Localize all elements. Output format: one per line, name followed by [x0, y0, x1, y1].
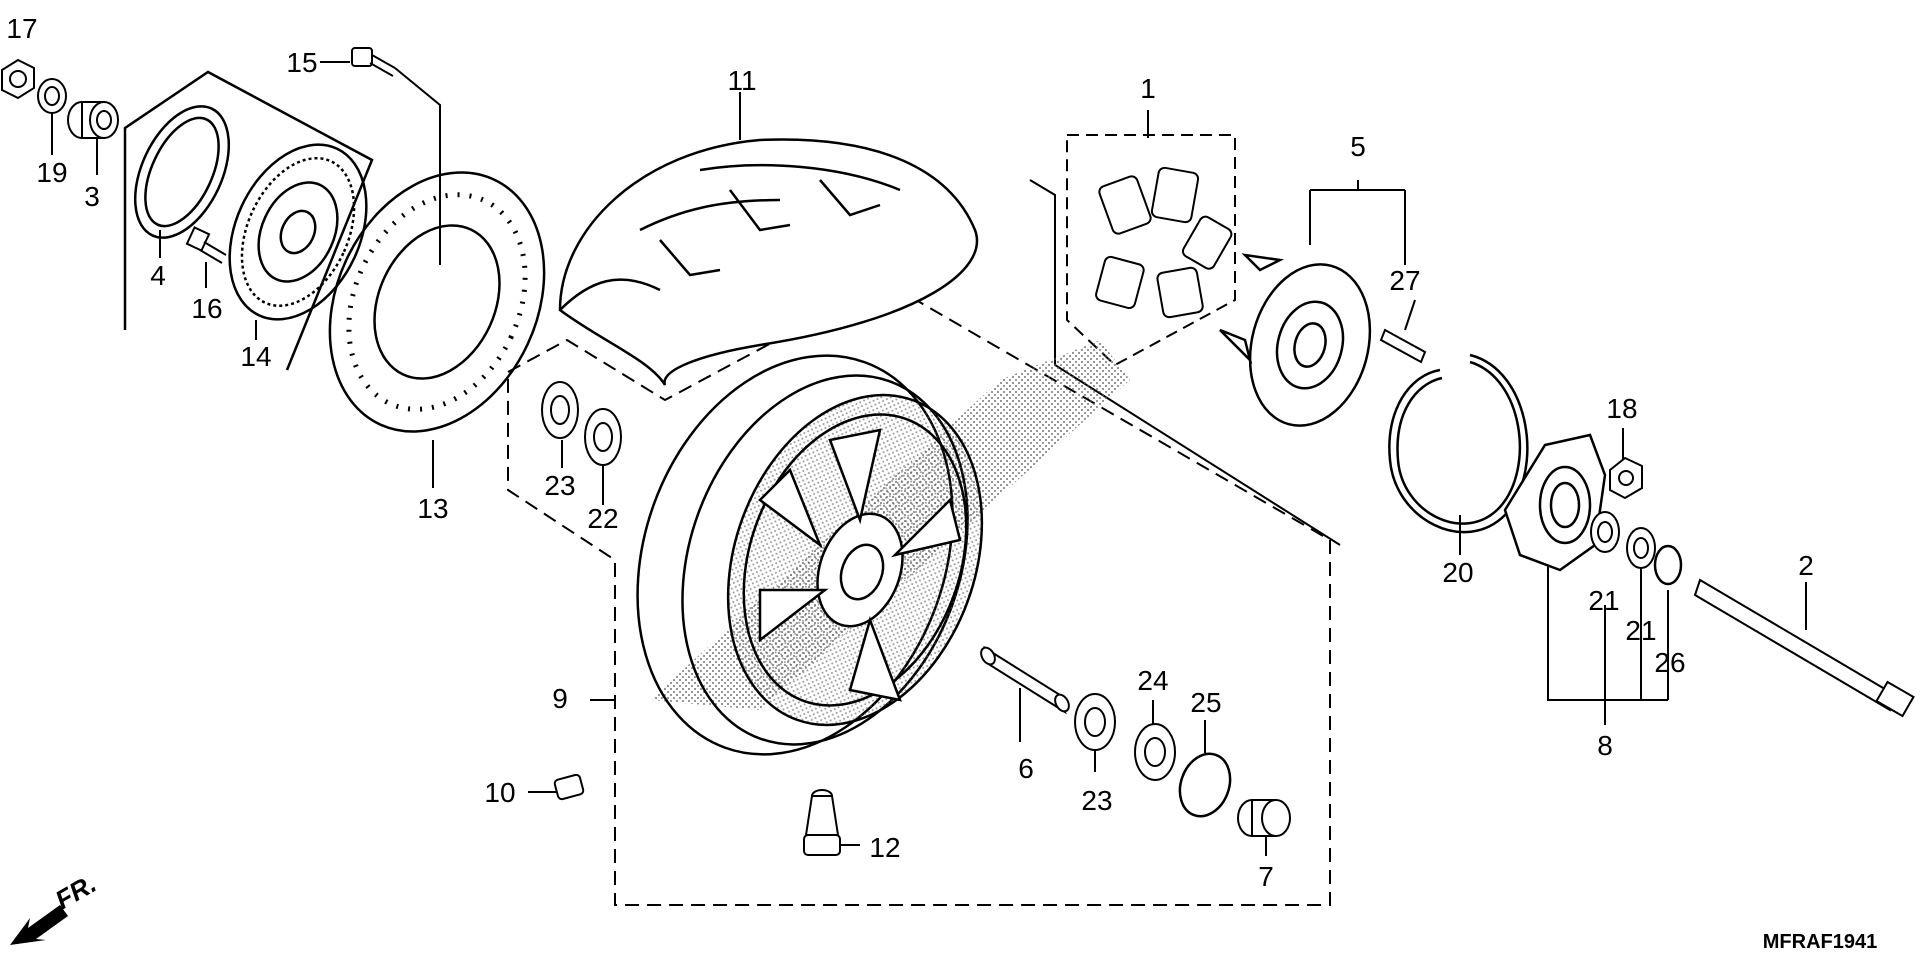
callout-1: 1 — [1140, 73, 1156, 104]
callout-11: 11 — [727, 65, 756, 96]
part-24-bearing — [541, 381, 579, 439]
part-4-sensor-ring — [133, 105, 231, 239]
part-15-bolt — [351, 47, 396, 77]
callout-26: 26 — [1654, 647, 1685, 678]
part-25-o-ring — [1178, 752, 1232, 818]
callout-19: 19 — [36, 157, 67, 188]
part-6-distance-collar — [980, 645, 1070, 715]
part-21-bearing-a — [1590, 511, 1620, 553]
callout-21a: 21 — [1588, 585, 1619, 616]
callout-23b: 24 — [1137, 665, 1168, 696]
callout-25: 25 — [1190, 687, 1221, 718]
group-box-wheel — [507, 280, 1331, 906]
callout-6: 6 — [1018, 753, 1034, 784]
part-17-nut — [1, 58, 35, 100]
part-20-circlip — [1388, 353, 1529, 534]
diagram-code: MFRAF1941 — [1763, 931, 1877, 953]
callout-2: 2 — [1798, 550, 1814, 581]
part-9-wheel — [636, 354, 984, 756]
callout-13: 13 — [417, 493, 448, 524]
part-3-collar — [67, 101, 119, 139]
group-box-damper — [1066, 134, 1236, 367]
part-18-nut — [1609, 456, 1643, 500]
part-27-stud — [1379, 328, 1427, 364]
callout-21b: 21 — [1625, 615, 1656, 646]
part-1-damper-rubbers — [1095, 166, 1233, 319]
part-22-bearing — [584, 408, 622, 466]
callout-18: 18 — [1606, 393, 1637, 424]
front-direction-arrow: FR. — [10, 868, 101, 945]
part-16-bolt — [185, 226, 227, 264]
callout-14: 14 — [240, 341, 271, 372]
callout-8: 8 — [1597, 730, 1613, 761]
callout-5: 5 — [1350, 131, 1366, 162]
part-11-tire — [558, 138, 979, 386]
callout-3: 3 — [84, 181, 100, 212]
leader-lines — [51, 61, 1807, 856]
part-23-bearing-b — [1134, 723, 1176, 781]
callout-17: 17 — [6, 13, 37, 44]
callout-15: 15 — [286, 47, 317, 78]
callout-23a: 23 — [1081, 785, 1112, 816]
callout-12: 12 — [869, 832, 900, 863]
part-10-clip — [553, 773, 585, 801]
bracket-lines — [1029, 179, 1669, 725]
callout-labels: 17 19 3 4 16 14 15 13 11 23 22 1 5 27 18… — [6, 13, 1813, 892]
part-7-collar — [1237, 799, 1291, 837]
callout-10: 10 — [484, 777, 515, 808]
part-26-ring — [1653, 544, 1683, 586]
callout-4: 4 — [150, 260, 166, 291]
part-21-bearing-b — [1626, 527, 1656, 569]
callout-16: 16 — [191, 293, 222, 324]
part-19-washer — [37, 78, 67, 114]
part-14-pulser-disc — [228, 143, 368, 321]
callout-22: 22 — [587, 503, 618, 534]
part-5-driven-flange — [1219, 253, 1372, 427]
part-23-bearing-a — [1074, 693, 1116, 751]
callout-20: 20 — [1442, 557, 1473, 588]
callout-27: 27 — [1389, 265, 1420, 296]
part-2-axle — [1693, 578, 1915, 718]
part-12-valve — [803, 789, 841, 856]
part-8-final-flange — [1503, 433, 1607, 572]
callout-7: 7 — [1258, 861, 1274, 892]
callout-24: 23 — [544, 470, 575, 501]
part-13-brake-disc — [328, 171, 546, 433]
group-box-left — [123, 70, 374, 371]
callout-9: 9 — [552, 683, 568, 714]
